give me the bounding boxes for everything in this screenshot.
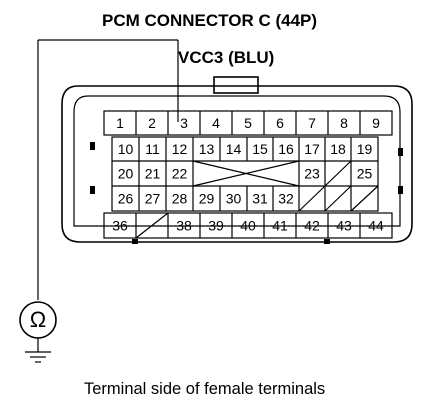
pin-label: 11	[145, 141, 160, 157]
pin-label: 7	[308, 115, 316, 131]
pin-label: 44	[368, 218, 384, 234]
pin-label: 3	[180, 115, 188, 131]
pin-label: 41	[272, 218, 288, 234]
pin-label: 16	[278, 141, 294, 157]
pin-label: 2	[148, 115, 156, 131]
pin-label: 20	[118, 166, 134, 182]
ohmmeter-icon: Ω	[19, 301, 57, 352]
probe-wire	[37, 39, 179, 300]
pin-label: 14	[226, 141, 242, 157]
connector-housing	[61, 76, 413, 244]
caption: Terminal side of female terminals	[84, 380, 325, 398]
pin-row-5: 36 38 39 40 41 42 43 44	[103, 212, 393, 239]
pin-label: 28	[172, 191, 188, 207]
pin-label: 22	[172, 166, 188, 182]
pin-label: 32	[278, 191, 294, 207]
pin-label: 43	[336, 218, 352, 234]
pin-label: 1	[116, 115, 124, 131]
pin-block-middle: 10 11 12 13 14 15 16 17 18 19 20 21 22 2…	[111, 136, 379, 212]
pin-label: 36	[112, 218, 128, 234]
ground-icon	[25, 351, 51, 363]
pin-label: 19	[357, 141, 373, 157]
wire-label: VCC3 (BLU)	[178, 48, 274, 67]
pin-label: 21	[145, 166, 161, 182]
ohm-symbol: Ω	[30, 307, 46, 332]
pin-label: 6	[276, 115, 284, 131]
pin-label: 12	[172, 141, 188, 157]
pin-label: 38	[176, 218, 192, 234]
pin-row-1: 1 2 3 4 5 6 7 8 9	[103, 110, 393, 136]
pin-label: 18	[330, 141, 346, 157]
pin-label: 40	[240, 218, 256, 234]
pin-label: 10	[118, 141, 134, 157]
pin-label: 4	[212, 115, 220, 131]
pin-label: 23	[304, 166, 320, 182]
pin-label: 13	[199, 141, 215, 157]
pin-label: 25	[357, 166, 373, 182]
pin-label: 26	[118, 191, 134, 207]
pin-label: 39	[208, 218, 224, 234]
diagram-title: PCM CONNECTOR C (44P)	[102, 11, 317, 30]
pin-label: 31	[252, 191, 268, 207]
pin-label: 5	[244, 115, 252, 131]
pin-label: 29	[199, 191, 215, 207]
pin-label: 42	[304, 218, 320, 234]
pin-label: 17	[304, 141, 320, 157]
pin-label: 9	[372, 115, 380, 131]
pin-label: 8	[340, 115, 348, 131]
pin-label: 27	[145, 191, 161, 207]
pin-label: 30	[226, 191, 242, 207]
pin-label: 15	[252, 141, 268, 157]
